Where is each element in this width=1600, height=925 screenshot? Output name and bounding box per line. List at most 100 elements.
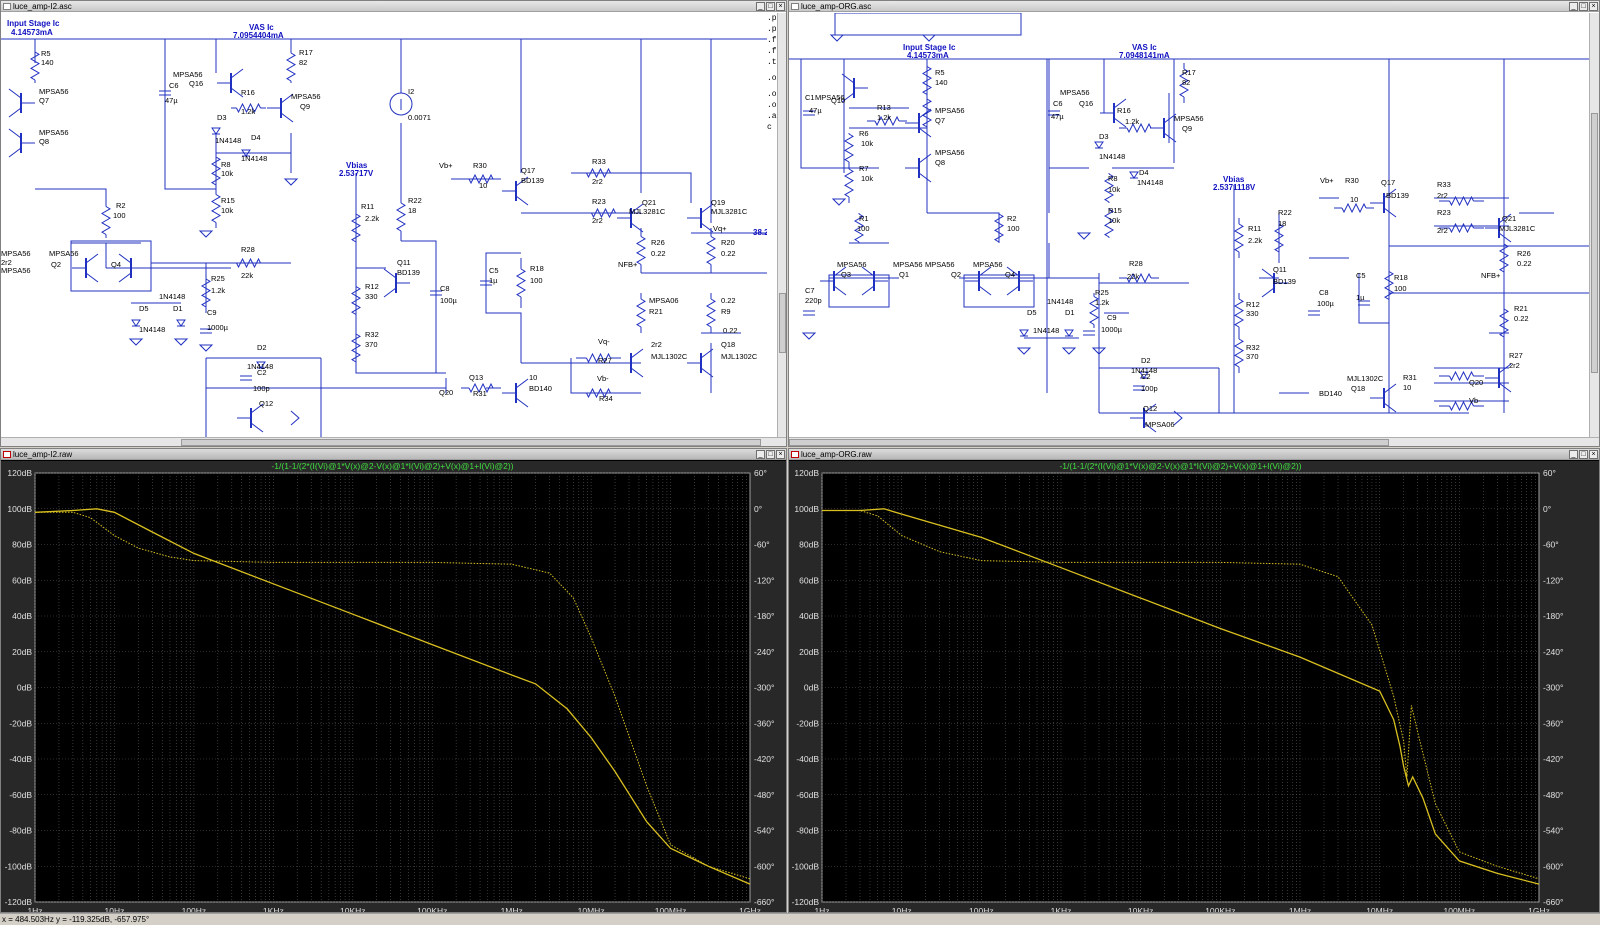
ground-symbol — [921, 34, 937, 42]
minimize-button[interactable]: _ — [756, 2, 765, 11]
diode — [176, 319, 186, 327]
spice-directive[interactable]: .par — [767, 24, 786, 35]
schematic-canvas-left[interactable]: Input Stage Ic 4.14573mA VAS Ic 7.095440… — [1, 13, 767, 437]
component-label: 1µ — [489, 276, 498, 285]
maximize-button[interactable]: □ — [766, 450, 775, 459]
freq-tick-label: 1Hz — [27, 906, 42, 913]
magnitude-trace[interactable] — [822, 508, 1540, 885]
component-label: 100 — [113, 211, 126, 220]
output-flag — [290, 410, 300, 426]
component-label: Vq+ — [713, 224, 727, 233]
resistor — [591, 207, 616, 219]
phase-tick-label: -660° — [754, 897, 774, 907]
db-tick-label: -120dB — [5, 897, 33, 907]
component-label: R21 — [1514, 304, 1528, 313]
spice-directive[interactable]: .opti — [767, 73, 786, 89]
spice-directive[interactable]: .fou — [767, 35, 786, 46]
diode — [256, 361, 266, 369]
component-label: Q2 — [951, 270, 961, 279]
input-stage-label: Input Stage Ic — [903, 43, 956, 52]
transistor-emitter — [918, 172, 932, 183]
schematic-doc-icon — [3, 3, 11, 10]
matched-pair-box — [963, 274, 1035, 308]
transistor-collector — [280, 93, 294, 104]
spice-directive[interactable]: .opti — [767, 89, 786, 100]
phase-tick-label: -420° — [754, 754, 774, 764]
close-button[interactable]: × — [1589, 450, 1598, 459]
maximize-button[interactable]: □ — [1579, 2, 1588, 11]
component-label: 10k — [221, 206, 233, 215]
component-label: R7 — [859, 164, 869, 173]
close-button[interactable]: × — [776, 450, 785, 459]
resistor — [30, 51, 40, 81]
component-label: R28 — [241, 245, 255, 254]
freq-tick-label: 10KHz — [340, 906, 366, 913]
bode-plot-right[interactable]: 120dB100dB80dB60dB40dB20dB0dB-20dB-40dB-… — [789, 461, 1600, 913]
waveform-title-bar-right[interactable]: luce_amp-ORG.raw _ □ × — [789, 449, 1599, 460]
component-label: Q17 — [1381, 178, 1395, 187]
component-label: C1 — [805, 93, 815, 102]
diode — [1019, 329, 1029, 337]
schematic-window-right[interactable]: luce_amp-ORG.asc _ □ × Input Stage Ic 4.… — [788, 0, 1600, 447]
spice-directive[interactable]: .opti — [767, 100, 786, 111]
component-label: 10k — [1108, 185, 1120, 194]
component-label: R20 — [721, 238, 735, 247]
trace-expression[interactable]: -1/(1-1/(2*(I(Vi)@1*V(x)@2-V(x)@1*I(Vi)@… — [1059, 461, 1301, 471]
resistor — [236, 102, 261, 114]
schematic-title-bar-right[interactable]: luce_amp-ORG.asc _ □ × — [789, 1, 1599, 12]
spice-directive[interactable]: .par — [767, 13, 786, 24]
magnitude-trace[interactable] — [34, 508, 751, 885]
minimize-button[interactable]: _ — [1569, 2, 1578, 11]
component-label: MPSA06 — [649, 296, 679, 305]
minimize-button[interactable]: _ — [756, 450, 765, 459]
component-label: 0.22 — [723, 326, 738, 335]
schematic-hscroll-left[interactable] — [1, 437, 786, 446]
component-label: 1N4148 — [159, 292, 185, 301]
component-label: R22 — [408, 196, 422, 205]
phase-trace[interactable] — [822, 510, 1540, 880]
component-label: 1N4148 — [1099, 152, 1125, 161]
component-label: R23 — [1437, 208, 1451, 217]
component-label: R27 — [1509, 351, 1523, 360]
component-label: Vq- — [598, 337, 610, 346]
component-label: R15 — [221, 196, 235, 205]
maximize-button[interactable]: □ — [766, 2, 775, 11]
schematic-window-left[interactable]: luce_amp-I2.asc _ □ × Input Stage Ic 4.1… — [0, 0, 787, 447]
phase-trace[interactable] — [35, 511, 751, 880]
resistor — [1499, 243, 1509, 273]
component-label: 47µ — [1051, 112, 1064, 121]
schematic-hscroll-right[interactable] — [789, 437, 1599, 446]
schematic-vscroll-left[interactable] — [777, 13, 786, 437]
transistor-collector — [250, 403, 264, 414]
component-label: Vb- — [597, 374, 609, 383]
waveform-title-bar-left[interactable]: luce_amp-I2.raw _ □ × — [1, 449, 786, 460]
component-label: R2 — [116, 201, 126, 210]
transistor-emitter — [515, 195, 529, 206]
db-tick-label: 80dB — [799, 540, 819, 550]
close-button[interactable]: × — [1589, 2, 1598, 11]
db-tick-label: 120dB — [794, 468, 819, 478]
maximize-button[interactable]: □ — [1579, 450, 1588, 459]
schematic-canvas-right[interactable]: Input Stage Ic 4.14573mA VAS Ic 7.094814… — [789, 13, 1589, 437]
spice-directive[interactable]: .trar — [767, 57, 786, 73]
component-label: MPSA56 — [173, 70, 203, 79]
component-label: Q21 — [1502, 214, 1516, 223]
db-tick-label: 40dB — [799, 611, 819, 621]
component-label: C5 — [1356, 271, 1366, 280]
schematic-vscroll-right[interactable] — [1589, 13, 1599, 437]
spice-directive[interactable]: .ac c — [767, 112, 782, 132]
schematic-title-bar-left[interactable]: luce_amp-I2.asc _ □ × — [1, 1, 786, 12]
resistor — [1449, 400, 1474, 412]
component-label: R28 — [1129, 259, 1143, 268]
resistor — [636, 298, 646, 328]
minimize-button[interactable]: _ — [1569, 450, 1578, 459]
spice-directive[interactable]: .fou — [767, 46, 786, 57]
bode-plot-left[interactable]: 120dB100dB80dB60dB40dB20dB0dB-20dB-40dB-… — [1, 461, 787, 913]
transistor-emitter — [833, 285, 847, 296]
component-label: MPSA56 — [815, 93, 845, 102]
vbias-value: 2.5371118V — [1213, 183, 1256, 192]
close-button[interactable]: × — [776, 2, 785, 11]
trace-expression[interactable]: -1/(1-1/(2*(I(Vi)@1*V(x)@2-V(x)@1*I(Vi)@… — [271, 461, 513, 471]
